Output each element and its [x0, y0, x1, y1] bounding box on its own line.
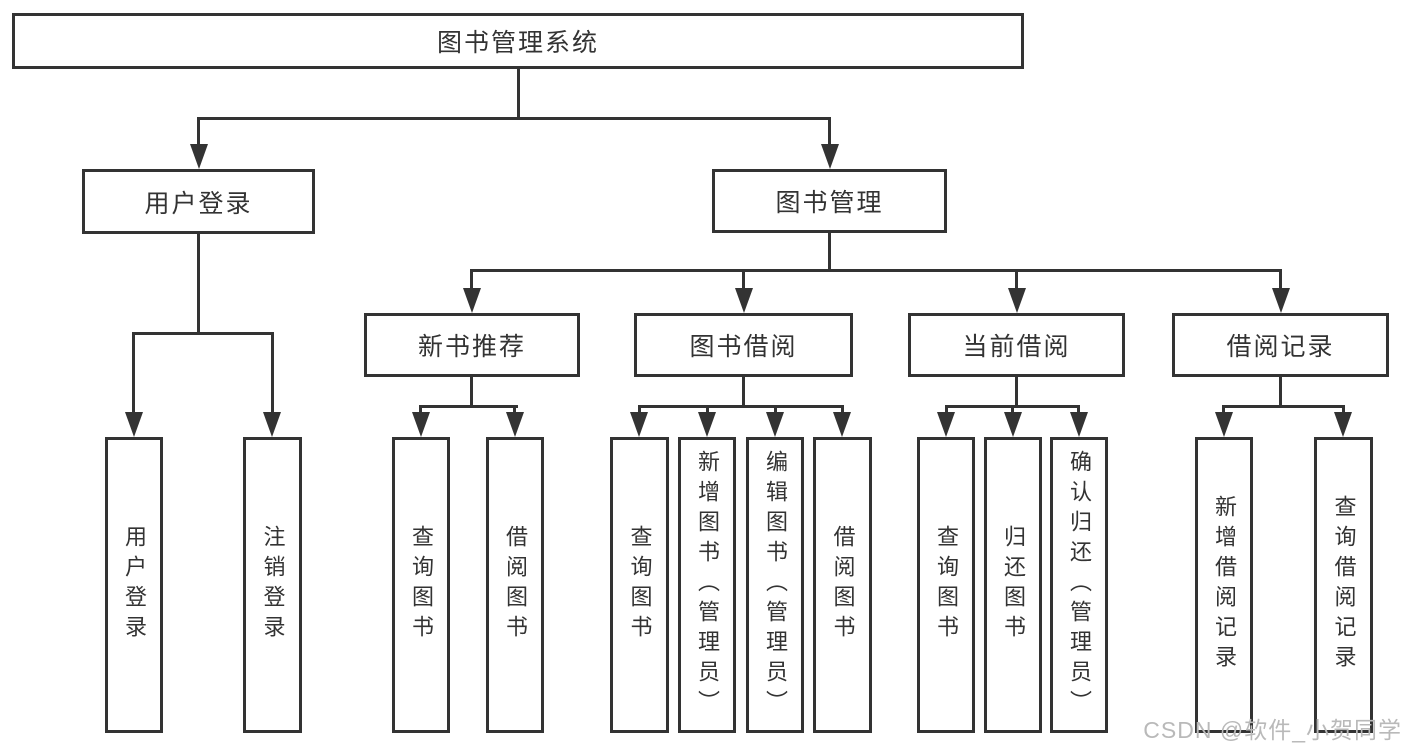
arrowhead-icon — [735, 288, 753, 313]
arrowhead-icon — [821, 144, 839, 169]
arrowhead-icon — [412, 412, 430, 437]
arrowhead-icon — [630, 412, 648, 437]
arrowhead-icon — [1215, 412, 1233, 437]
arrowhead-icon — [698, 412, 716, 437]
connector-line — [638, 407, 641, 414]
connector-line — [132, 334, 135, 414]
connector-line — [1279, 271, 1282, 290]
connector-line — [271, 334, 274, 414]
arrowhead-icon — [1008, 288, 1026, 313]
connector-line — [197, 234, 200, 334]
node-new-book-recommendation: 新书推荐 — [364, 313, 580, 377]
node-book-management: 图书管理 — [712, 169, 947, 233]
leaf-query-books-borrowing: 查询图书 — [610, 437, 669, 733]
connector-line — [1279, 376, 1282, 407]
arrowhead-icon — [937, 412, 955, 437]
leaf-borrow-books-borrowing: 借阅图书 — [813, 437, 872, 733]
connector-line — [841, 407, 844, 414]
connector-line — [1011, 407, 1014, 414]
connector-line — [638, 405, 844, 408]
arrowhead-icon — [125, 412, 143, 437]
connector-line — [197, 119, 200, 146]
connector-line — [513, 407, 516, 414]
leaf-edit-book-admin: 编辑图书（管理员） — [746, 437, 804, 733]
connector-line — [470, 271, 473, 290]
connector-line — [828, 232, 831, 272]
connector-line — [1342, 407, 1345, 414]
connector-line — [945, 405, 1080, 408]
connector-line — [517, 68, 520, 119]
arrowhead-icon — [1070, 412, 1088, 437]
arrowhead-icon — [463, 288, 481, 313]
connector-line — [828, 119, 831, 146]
arrowhead-icon — [263, 412, 281, 437]
watermark: CSDN @软件_小贺同学 — [1143, 717, 1402, 743]
connector-line — [470, 269, 1282, 272]
arrowhead-icon — [833, 412, 851, 437]
connector-line — [1222, 405, 1345, 408]
connector-line — [742, 271, 745, 290]
connector-line — [197, 117, 831, 120]
connector-line — [706, 407, 709, 414]
connector-line — [132, 332, 274, 335]
connector-line — [774, 407, 777, 414]
leaf-return-books: 归还图书 — [984, 437, 1042, 733]
leaf-query-books-recommend: 查询图书 — [392, 437, 450, 733]
leaf-logout: 注销登录 — [243, 437, 302, 733]
arrowhead-icon — [506, 412, 524, 437]
leaf-query-books-current: 查询图书 — [917, 437, 975, 733]
leaf-confirm-return-admin: 确认归还（管理员） — [1050, 437, 1108, 733]
arrowhead-icon — [190, 144, 208, 169]
leaf-query-borrow-record: 查询借阅记录 — [1314, 437, 1373, 733]
connector-line — [470, 376, 473, 407]
arrowhead-icon — [1004, 412, 1022, 437]
node-user-login: 用户登录 — [82, 169, 315, 234]
arrowhead-icon — [1272, 288, 1290, 313]
leaf-user-login: 用户登录 — [105, 437, 163, 733]
arrowhead-icon — [766, 412, 784, 437]
connector-line — [419, 405, 518, 408]
connector-line — [742, 376, 745, 407]
connector-line — [945, 407, 948, 414]
leaf-add-borrow-record: 新增借阅记录 — [1195, 437, 1253, 733]
connector-line — [1222, 407, 1225, 414]
connector-line — [1015, 271, 1018, 290]
node-current-borrowing: 当前借阅 — [908, 313, 1125, 377]
leaf-add-book-admin: 新增图书（管理员） — [678, 437, 736, 733]
connector-line — [1077, 407, 1080, 414]
node-borrowing-records: 借阅记录 — [1172, 313, 1389, 377]
node-library-management-system: 图书管理系统 — [12, 13, 1024, 69]
arrowhead-icon — [1334, 412, 1352, 437]
leaf-borrow-books-recommend: 借阅图书 — [486, 437, 544, 733]
connector-line — [419, 407, 422, 414]
node-book-borrowing: 图书借阅 — [634, 313, 853, 377]
connector-line — [1015, 376, 1018, 407]
